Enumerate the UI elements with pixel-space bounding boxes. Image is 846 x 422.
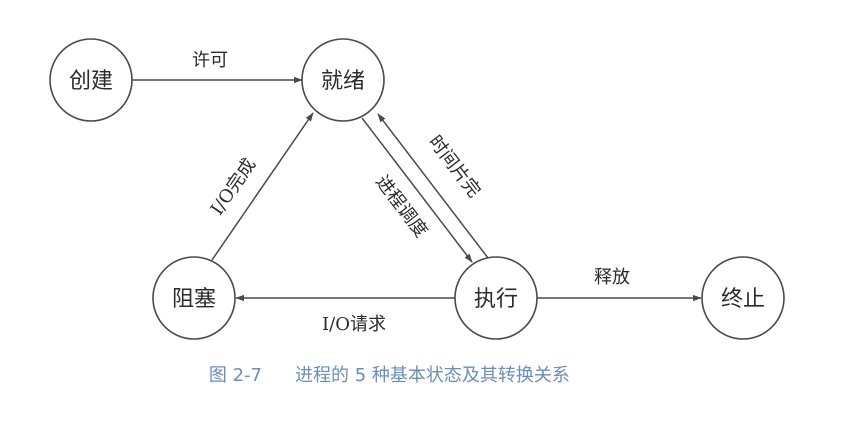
figure-caption: 图 2-7 进程的 5 种基本状态及其转换关系 (209, 365, 570, 386)
edge-blocked-to-ready (211, 112, 314, 261)
node-terminate: 终止 (701, 256, 785, 340)
node-ready: 就绪 (301, 38, 385, 122)
node-terminate-label: 终止 (721, 287, 765, 312)
edge-running-to-ready (377, 113, 489, 259)
node-create: 创建 (49, 38, 133, 122)
figure-number: 图 2-7 (209, 365, 262, 386)
node-running: 执行 (454, 256, 538, 340)
edge-label-io-complete: I/O完成 (207, 155, 261, 220)
node-blocked-label: 阻塞 (172, 287, 216, 312)
edge-label-io-request: I/O请求 (322, 314, 386, 335)
edge-ready-to-running (361, 117, 473, 263)
node-running-label: 执行 (474, 287, 518, 312)
node-create-label: 创建 (69, 69, 113, 94)
figure-title: 进程的 5 种基本状态及其转换关系 (295, 365, 570, 386)
edge-label-process-scheduling: 进程调度 (371, 172, 431, 242)
node-blocked: 阻塞 (152, 256, 236, 340)
edge-label-permit: 许可 (192, 50, 228, 71)
edge-label-time-slice-done: 时间片完 (424, 132, 484, 202)
edge-label-release: 释放 (594, 267, 630, 288)
node-ready-label: 就绪 (321, 69, 365, 94)
